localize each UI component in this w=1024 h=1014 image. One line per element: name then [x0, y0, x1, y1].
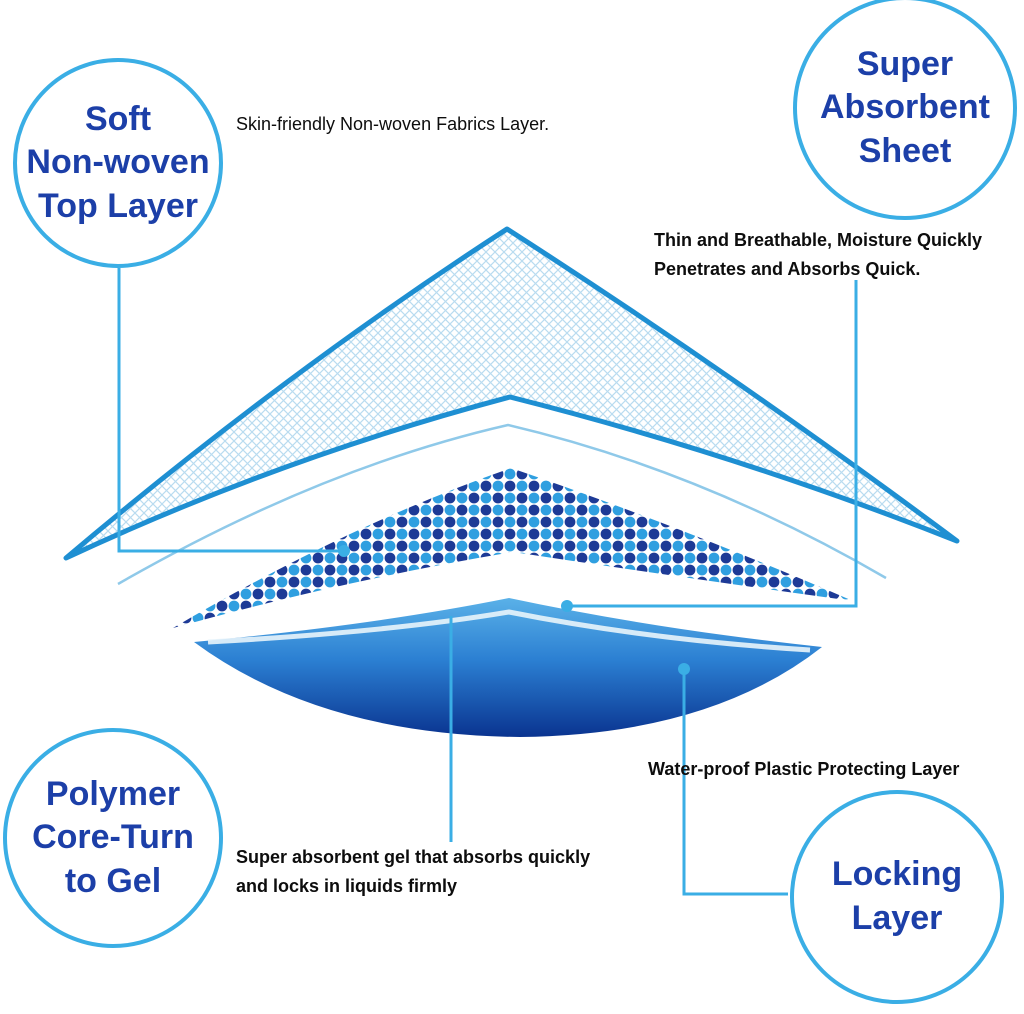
callout-line: Super — [856, 44, 954, 83]
callout-line: Soft — [84, 99, 152, 138]
note-line: Super absorbent gel that absorbs quickly — [236, 847, 591, 867]
callout-polymer-core-turn-to-gel: Polymer Core-Turn to Gel — [3, 728, 223, 948]
note-super-absorbent-gel: Super absorbent gel that absorbs quickly… — [236, 843, 590, 901]
connector-bottom-right — [682, 669, 788, 896]
callout-soft-nonwoven-top-layer: Soft Non-woven Top Layer — [13, 58, 223, 268]
callout-line: Absorbent — [820, 88, 990, 127]
connector-dot-bottom-right — [678, 663, 690, 675]
callout-line: Sheet — [858, 131, 952, 170]
callout-line: Non-woven — [26, 143, 210, 182]
callout-line: to Gel — [64, 861, 162, 900]
connector-top-right — [571, 280, 858, 608]
callout-super-absorbent-sheet: Super Absorbent Sheet — [793, 0, 1017, 220]
note-line: and locks in liquids firmly — [236, 876, 458, 896]
callout-line: Top Layer — [38, 186, 198, 225]
note-line: Penetrates and Absorbs Quick. — [654, 259, 921, 279]
polymer-core-dotted-layer-shape — [173, 468, 853, 628]
callout-locking-layer: Locking Layer — [790, 790, 1004, 1004]
note-waterproof-layer: Water-proof Plastic Protecting Layer — [648, 759, 960, 779]
waterproof-locking-layer-shape — [194, 598, 822, 737]
callout-line: Layer — [851, 899, 943, 937]
locking-layer-fold-highlight — [207, 609, 811, 653]
nonwoven-top-layer-shape — [63, 226, 960, 561]
callout-line: Locking — [831, 855, 963, 894]
undersheet-edge-line — [117, 423, 887, 586]
note-skin-friendly-layer: Skin-friendly Non-woven Fabrics Layer. — [236, 114, 550, 134]
callout-line: Core-Turn — [32, 818, 194, 857]
connector-dot-top-right — [561, 600, 573, 612]
note-line: Thin and Breathable, Moisture Quickly — [654, 230, 983, 250]
note-absorbent-sheet: Thin and Breathable, Moisture Quickly Pe… — [654, 226, 982, 284]
callout-line: Polymer — [45, 774, 181, 813]
connector-top-left — [117, 268, 339, 553]
connector-dot-top-left — [338, 545, 350, 557]
